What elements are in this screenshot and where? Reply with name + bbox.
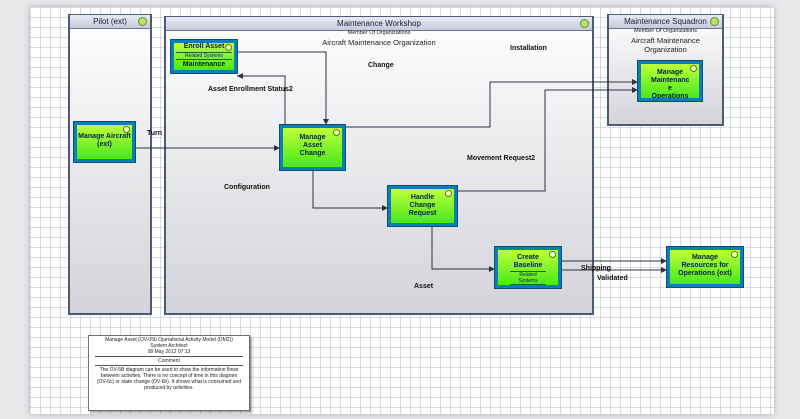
flow-change[interactable] [236,51,329,125]
activity-status-icon [549,251,556,258]
comment-section-label: Comment [158,358,180,364]
comment-divider [95,356,243,357]
activity-enroll-asset-title: Enroll Asset [183,43,225,50]
lane-pilot-title: Pilot (ext) [70,15,150,29]
flow-label-validated: Validated [597,275,628,282]
lane-pilot[interactable]: Pilot (ext) [68,14,152,315]
activity-status-icon [123,126,130,133]
comment-text: The OV-5B diagram can be used to show th… [96,367,242,391]
comment-author: System Architect [150,343,188,349]
lane-workshop-title: Maintenance Workshop [166,17,592,31]
activity-status-icon [731,251,738,258]
activity-manage-aircraft-title: Manage Aircraft (ext) [78,133,131,148]
flow-movement-request[interactable] [457,87,638,192]
diagram-comment-box[interactable]: Manage Asset (OV-05b Operational Activit… [88,335,250,411]
flow-label-change: Change [368,62,394,69]
comment-title: Manage Asset (OV-05b Operational Activit… [105,337,233,343]
lane-squadron-member-label: Member Of Organizations [634,28,697,34]
activity-manage-resources-title: Manage Resources for Operations (ext) [678,254,732,277]
comment-divider [95,365,243,366]
flow-label-configuration: Configuration [224,184,270,191]
activity-create-baseline-title: Create Baseline [513,254,543,269]
activity-enroll-asset-body: Maintenance [182,61,226,68]
flow-configuration[interactable] [312,169,388,211]
activity-create-baseline[interactable]: Create Baseline Related Systems [494,246,562,289]
activity-status-icon [225,44,232,51]
diagram-canvas[interactable]: Pilot (ext) Maintenance Workshop Member … [30,7,774,414]
activity-manage-maintenance-operations[interactable]: Manage Maintenanc e Operations [637,60,703,102]
comment-date: 08 May 2012 07:13 [147,349,191,355]
lane-status-icon [710,17,719,26]
flow-label-shipping: Shipping [581,265,611,272]
lane-squadron-title: Maintenance Squadron [609,15,722,29]
flow-installation[interactable] [345,79,638,128]
activity-enroll-asset[interactable]: Enroll Asset Related Systems Maintenance [170,39,238,74]
flow-label-asset-enrollment-status: Asset Enrollment Status2 [208,86,293,93]
activity-create-baseline-tag: Related Systems [510,271,546,285]
activity-handle-change-request-title: Handle Change Request [408,194,437,217]
flow-label-installation: Installation [510,45,547,52]
lane-squadron-organization: Aircraft Maintenance Organization [631,36,700,54]
flow-label-movement-request: Movement Request2 [467,155,536,162]
activity-manage-asset-change[interactable]: Manage Asset Change [279,124,346,171]
lane-workshop-organization: Aircraft Maintenance Organization [322,38,436,47]
activity-status-icon [445,190,452,197]
flow-asset-enrollment-status[interactable] [237,73,286,135]
activity-enroll-asset-tag: Related Systems [176,52,232,60]
activity-manage-resources[interactable]: Manage Resources for Operations (ext) [666,246,744,288]
activity-status-icon [690,65,697,72]
activity-manage-aircraft[interactable]: Manage Aircraft (ext) [73,121,136,163]
lane-status-icon [580,19,589,28]
activity-manage-maintenance-ops-title: Manage Maintenanc e Operations [651,69,690,100]
flow-asset[interactable] [431,226,495,272]
flow-label-turn: Turn [147,130,163,137]
lane-status-icon [138,17,147,26]
activity-handle-change-request[interactable]: Handle Change Request [387,185,458,227]
activity-manage-asset-change-title: Manage Asset Change [299,134,326,157]
flow-label-asset: Asset [414,283,434,290]
activity-status-icon [333,129,340,136]
flow-connectors [135,51,667,273]
lane-workshop-member-label: Member Of Organizations [347,30,411,36]
